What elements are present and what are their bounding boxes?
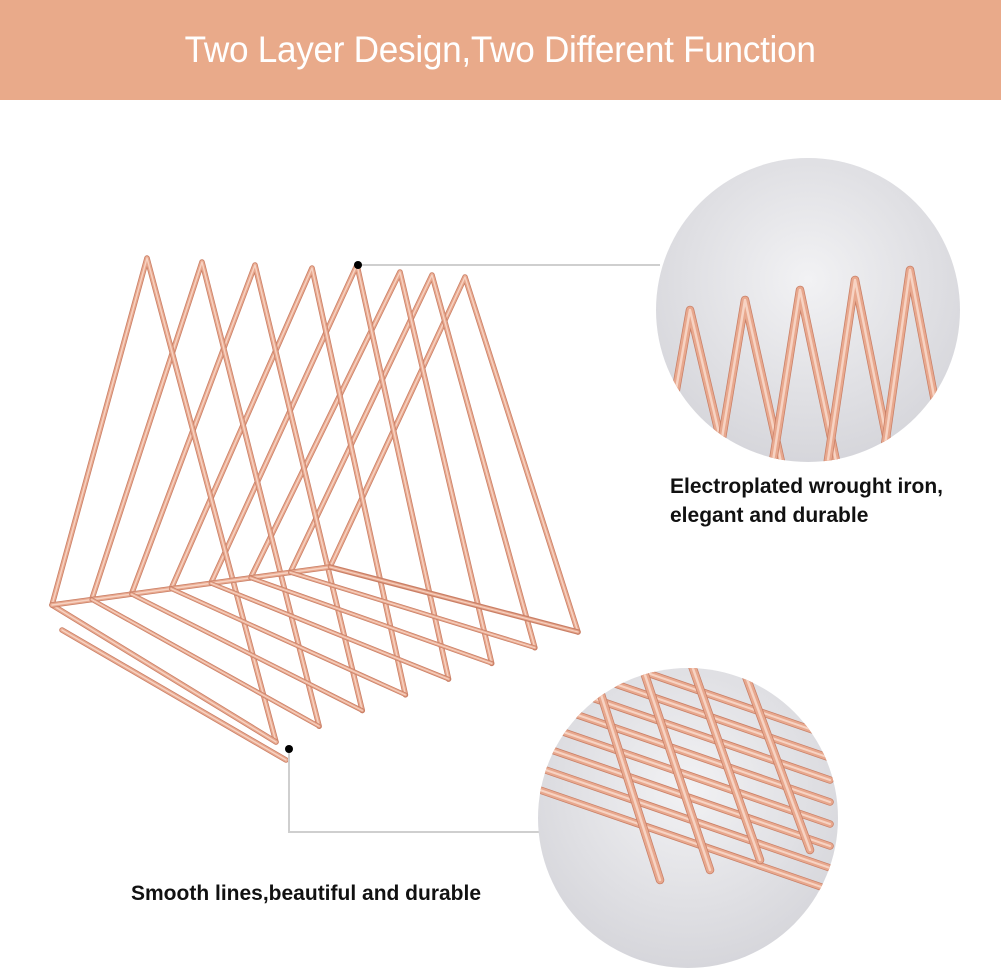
- wire: [249, 271, 493, 665]
- wire: [329, 566, 579, 633]
- wire: [738, 668, 812, 852]
- caption-line: elegant and durable: [670, 504, 869, 527]
- wire: [713, 298, 787, 462]
- detail-zoom-base: [538, 668, 834, 894]
- wire: [130, 264, 363, 712]
- wire: [588, 668, 662, 882]
- callout-line-bottom: [288, 749, 545, 833]
- wire: [823, 278, 897, 462]
- wire: [51, 604, 277, 743]
- wire: [91, 599, 320, 727]
- title-banner: Two Layer Design,Two Different Function: [0, 0, 1001, 100]
- wire: [768, 288, 842, 462]
- wire: [51, 566, 331, 606]
- wire: [538, 788, 832, 892]
- wire: [638, 668, 712, 872]
- wire: [538, 722, 832, 826]
- caption-smooth-lines: Smooth lines,beautiful and durable: [131, 879, 481, 908]
- wire: [250, 577, 493, 664]
- wire: [170, 588, 406, 696]
- wire: [170, 267, 407, 696]
- wire: [329, 276, 579, 633]
- wire: [289, 571, 536, 649]
- wire-rack: [49, 255, 581, 763]
- wire: [289, 274, 536, 649]
- wire: [61, 629, 287, 761]
- wire: [688, 668, 762, 862]
- wire: [538, 668, 832, 738]
- wire: [210, 582, 450, 680]
- callout-dot-top: [354, 261, 362, 269]
- caption-line: Smooth lines,beautiful and durable: [131, 882, 482, 905]
- callout-dot-bottom: [285, 745, 293, 753]
- caption-electroplated: Electroplated wrought iron, elegant and …: [670, 472, 943, 530]
- wire: [130, 593, 363, 712]
- wire: [538, 766, 832, 870]
- caption-line: Electroplated wrought iron,: [670, 475, 944, 498]
- banner-title: Two Layer Design,Two Different Function: [184, 29, 817, 70]
